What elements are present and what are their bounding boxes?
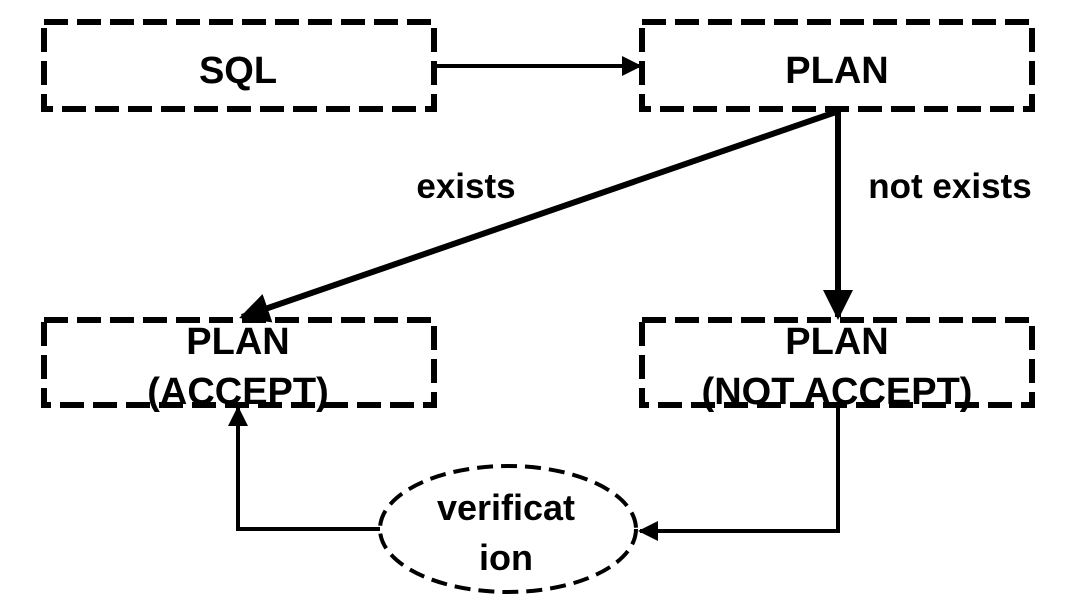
sql-label: SQL bbox=[199, 50, 277, 92]
plan-label: PLAN bbox=[785, 50, 888, 92]
plan-not-accept-label-line1: PLAN bbox=[785, 321, 888, 363]
plan-not-accept-node: PLAN (NOT ACCEPT) bbox=[639, 317, 1035, 413]
verification-ellipse bbox=[378, 464, 638, 594]
plan-accept-node: PLAN (ACCEPT) bbox=[41, 317, 437, 413]
plan-accept-box bbox=[41, 317, 437, 408]
arrow-not-accept-to-verification bbox=[638, 405, 840, 541]
plan-accept-label-line1: PLAN bbox=[186, 321, 289, 363]
sql-node: SQL bbox=[41, 19, 437, 112]
plan-node: PLAN bbox=[639, 19, 1035, 112]
edge-label-exists: exists bbox=[416, 167, 515, 206]
arrow-plan-to-accept bbox=[239, 109, 837, 323]
edge-label-not-exists: not exists bbox=[868, 167, 1031, 206]
arrow-verification-to-accept bbox=[228, 406, 380, 531]
verification-label-line2: ion bbox=[479, 537, 533, 578]
plan-accept-label-line2: (ACCEPT) bbox=[147, 371, 329, 413]
verification-label-line1: verificat bbox=[437, 487, 575, 528]
verification-node: verificat ion bbox=[378, 464, 638, 594]
plan-box bbox=[639, 19, 1035, 112]
